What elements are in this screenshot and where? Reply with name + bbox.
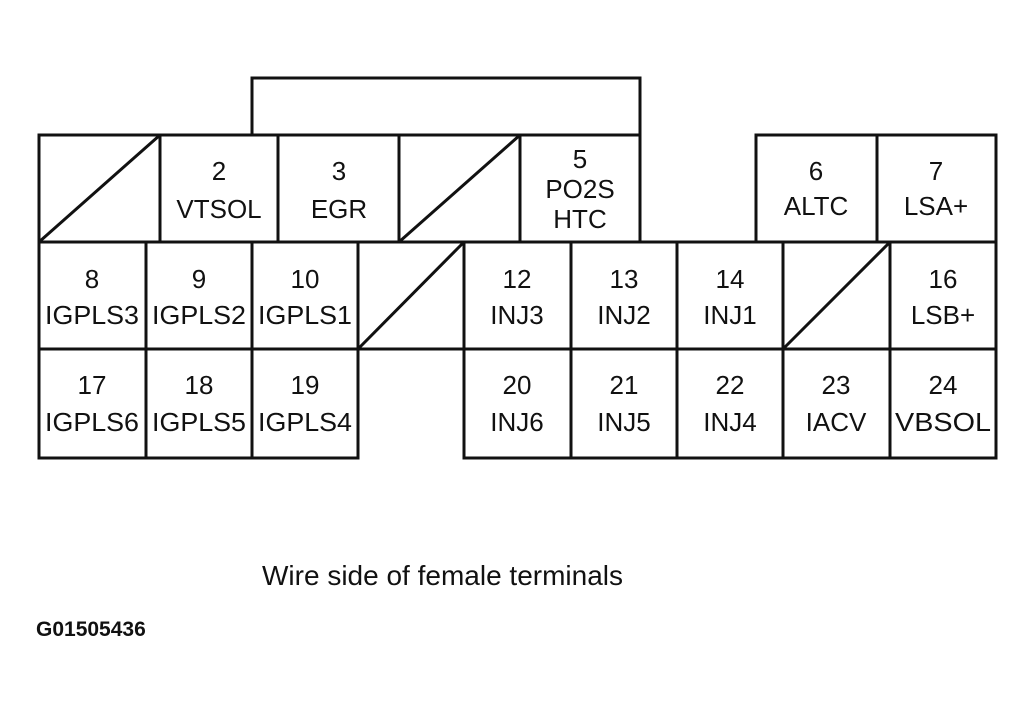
- figure-code: G01505436: [36, 618, 146, 641]
- terminal-13-label: INJ2: [597, 300, 650, 330]
- diagram-caption: Wire side of female terminals: [262, 560, 624, 591]
- terminal-9-label: IGPLS2: [152, 300, 246, 330]
- terminal-21-number: 21: [610, 370, 639, 400]
- terminal-5-label: PO2S: [545, 174, 614, 204]
- terminal-24-cell: [888, 347, 998, 460]
- terminal-9-number: 9: [192, 264, 206, 294]
- terminal-23-label: IACV: [806, 407, 867, 437]
- terminal-12-number: 12: [503, 264, 532, 294]
- terminal-3-label: EGR: [311, 194, 367, 224]
- terminal-22-label: INJ4: [703, 407, 756, 437]
- terminal-2-number: 2: [212, 156, 226, 186]
- terminal-13-cell: [569, 240, 679, 351]
- cavity-11-blank-mark: [356, 240, 466, 351]
- terminal-17-label: IGPLS6: [45, 407, 139, 437]
- terminal-20-label: INJ6: [490, 407, 543, 437]
- terminal-12-label: INJ3: [490, 300, 543, 330]
- terminal-6-cell: [754, 133, 879, 244]
- terminal-14-cell: [675, 240, 785, 351]
- terminal-16-label: LSB+: [911, 300, 975, 330]
- cavity-1-blank-mark: [38, 133, 161, 244]
- cavity-15-blank-mark: [781, 240, 892, 351]
- terminal-10-label: IGPLS1: [258, 300, 352, 330]
- terminal-21-label: INJ5: [597, 407, 650, 437]
- terminal-23-cell: [781, 347, 892, 460]
- terminal-6-number: 6: [809, 156, 823, 186]
- cavity-4-blank-mark: [398, 133, 521, 244]
- terminal-8-number: 8: [85, 264, 99, 294]
- terminal-7-cell: [875, 133, 998, 244]
- terminal-8-cell: [37, 240, 148, 351]
- terminal-18-number: 18: [185, 370, 214, 400]
- terminal-5-label-line2: HTC: [553, 204, 606, 234]
- terminal-16-cell: [888, 240, 998, 351]
- terminal-20-cell: [462, 347, 573, 460]
- terminal-2-cell: [158, 133, 280, 244]
- terminal-19-number: 19: [291, 370, 320, 400]
- terminal-8-label: IGPLS3: [45, 300, 139, 330]
- terminal-24-label: VBSOL: [895, 407, 991, 437]
- terminal-21-cell: [569, 347, 679, 460]
- terminal-10-number: 10: [291, 264, 320, 294]
- terminal-6-label: ALTC: [784, 191, 849, 221]
- terminal-16-number: 16: [929, 264, 958, 294]
- terminal-17-cell: [37, 347, 148, 460]
- terminal-23-number: 23: [822, 370, 851, 400]
- terminal-5-number: 5: [573, 144, 587, 174]
- terminal-2-label: VTSOL: [176, 194, 261, 224]
- terminal-19-cell: [250, 347, 360, 460]
- terminal-9-cell: [144, 240, 254, 351]
- terminal-3-number: 3: [332, 156, 346, 186]
- terminal-7-label: LSA+: [904, 191, 968, 221]
- terminal-20-number: 20: [503, 370, 532, 400]
- terminal-22-number: 22: [716, 370, 745, 400]
- terminal-7-number: 7: [929, 156, 943, 186]
- terminal-24-number: 24: [929, 370, 958, 400]
- terminal-14-number: 14: [716, 264, 745, 294]
- terminal-22-cell: [675, 347, 785, 460]
- terminal-3-cell: [276, 133, 401, 244]
- terminal-14-label: INJ1: [703, 300, 756, 330]
- locking-tab: [250, 76, 642, 135]
- terminal-18-cell: [144, 347, 254, 460]
- terminal-12-cell: [462, 240, 573, 351]
- terminal-13-number: 13: [610, 264, 639, 294]
- terminal-17-number: 17: [78, 370, 107, 400]
- terminal-18-label: IGPLS5: [152, 407, 246, 437]
- terminal-19-label: IGPLS4: [258, 407, 352, 437]
- terminal-10-cell: [250, 240, 360, 351]
